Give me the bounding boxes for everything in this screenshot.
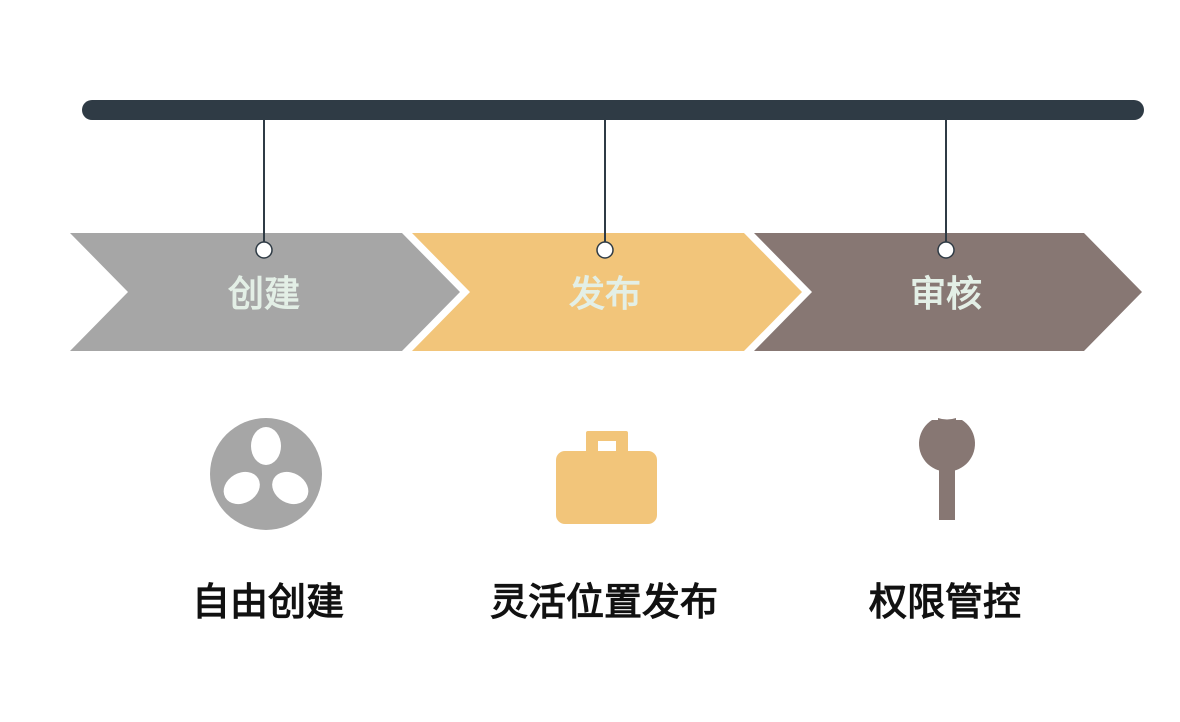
step-review-label: 审核 — [910, 274, 982, 315]
caption-flexible-publish: 灵活位置发布 — [490, 580, 718, 624]
step-create: 创建 — [70, 120, 460, 351]
step-review-chevron — [754, 233, 1142, 351]
step-review-node — [937, 241, 955, 259]
step-create-node — [255, 241, 273, 259]
step-review: 审核 — [754, 120, 1142, 351]
wrench-icon — [919, 418, 975, 520]
film-reel-icon — [210, 418, 322, 530]
caption-free-create: 自由创建 — [192, 580, 344, 624]
step-publish-chevron — [412, 233, 802, 351]
step-publish-node — [596, 241, 614, 259]
step-publish: 发布 — [412, 120, 802, 351]
step-create-chevron — [70, 233, 460, 351]
step-create-label: 创建 — [228, 274, 300, 315]
briefcase-icon — [556, 431, 657, 524]
step-publish-label: 发布 — [569, 274, 641, 315]
caption-permission-control: 权限管控 — [868, 580, 1021, 624]
